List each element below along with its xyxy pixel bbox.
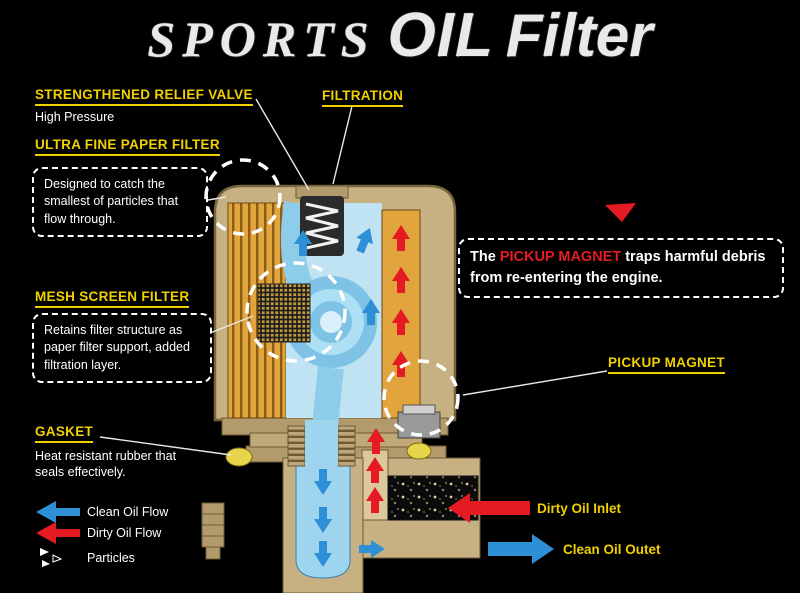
red-pointer-icon	[605, 203, 636, 222]
legend-particles-label: Particles	[87, 551, 135, 565]
clean-oil-flow-arrow-icon	[36, 501, 80, 523]
pickup-magnet-note: The PICKUP MAGNET traps harmful debris f…	[458, 238, 784, 299]
clean-oil-outlet-arrow-icon	[488, 534, 554, 564]
particles-icon	[40, 548, 63, 567]
leader-lines	[99, 98, 608, 456]
pickup-magnet-heading: PICKUP MAGNET	[608, 355, 725, 374]
thread-right	[337, 425, 356, 467]
legend-dirty-oil-flow-label: Dirty Oil Flow	[87, 526, 162, 540]
thread-left	[287, 425, 306, 467]
clean-oil-outlet-label: Clean Oil Outet	[563, 542, 661, 557]
logo-word-oil: OIL	[387, 1, 494, 70]
dirty-oil-flow-arrow-icon	[36, 522, 80, 544]
dashed-circle-mesh-filter	[245, 261, 347, 363]
gasket-note: Heat resistant rubber that seals effecti…	[35, 449, 177, 480]
relief-valve-heading: STRENGTHENED RELIEF VALVE	[35, 87, 253, 106]
logo: SPORTS OIL Filter	[0, 0, 800, 71]
dirty-oil-inlet-label: Dirty Oil Inlet	[537, 501, 622, 516]
pickup-magnet-note-prefix: The	[470, 249, 500, 265]
mesh-screen-patch	[257, 283, 311, 343]
pickup-magnet-note-highlight: PICKUP MAGNET	[499, 249, 622, 265]
mesh-filter-note: Retains filter structure as paper filter…	[32, 313, 212, 383]
engine-block	[201, 445, 481, 593]
paper-filter-note: Designed to catch the smallest of partic…	[32, 167, 208, 237]
clean-oil-throat	[305, 420, 338, 466]
pickup-magnet-note-suffix: traps harmful debris from re-entering th…	[470, 249, 766, 287]
callout-relief-valve: STRENGTHENED RELIEF VALVE High Pressure	[35, 86, 253, 125]
relief-valve-subheading: High Pressure	[35, 110, 115, 124]
filtration-heading: FILTRATION	[322, 88, 404, 107]
logo-word-sports: SPORTS	[147, 11, 376, 67]
dashed-circle-pickup-magnet	[382, 359, 460, 437]
mesh-filter-heading: MESH SCREEN FILTER	[35, 289, 190, 308]
relief-valve-spring	[305, 202, 339, 250]
filter-internals	[227, 185, 421, 456]
gasket-right	[406, 442, 432, 460]
legend-clean-oil-flow-label: Clean Oil Flow	[87, 505, 169, 519]
logo-word-filter: Filter	[505, 2, 653, 69]
gasket-left	[225, 447, 253, 467]
gasket-heading: GASKET	[35, 424, 94, 443]
dirty-oil-inlet-arrow-icon	[448, 493, 530, 523]
paper-filter-heading: ULTRA FINE PAPER FILTER	[35, 137, 220, 156]
